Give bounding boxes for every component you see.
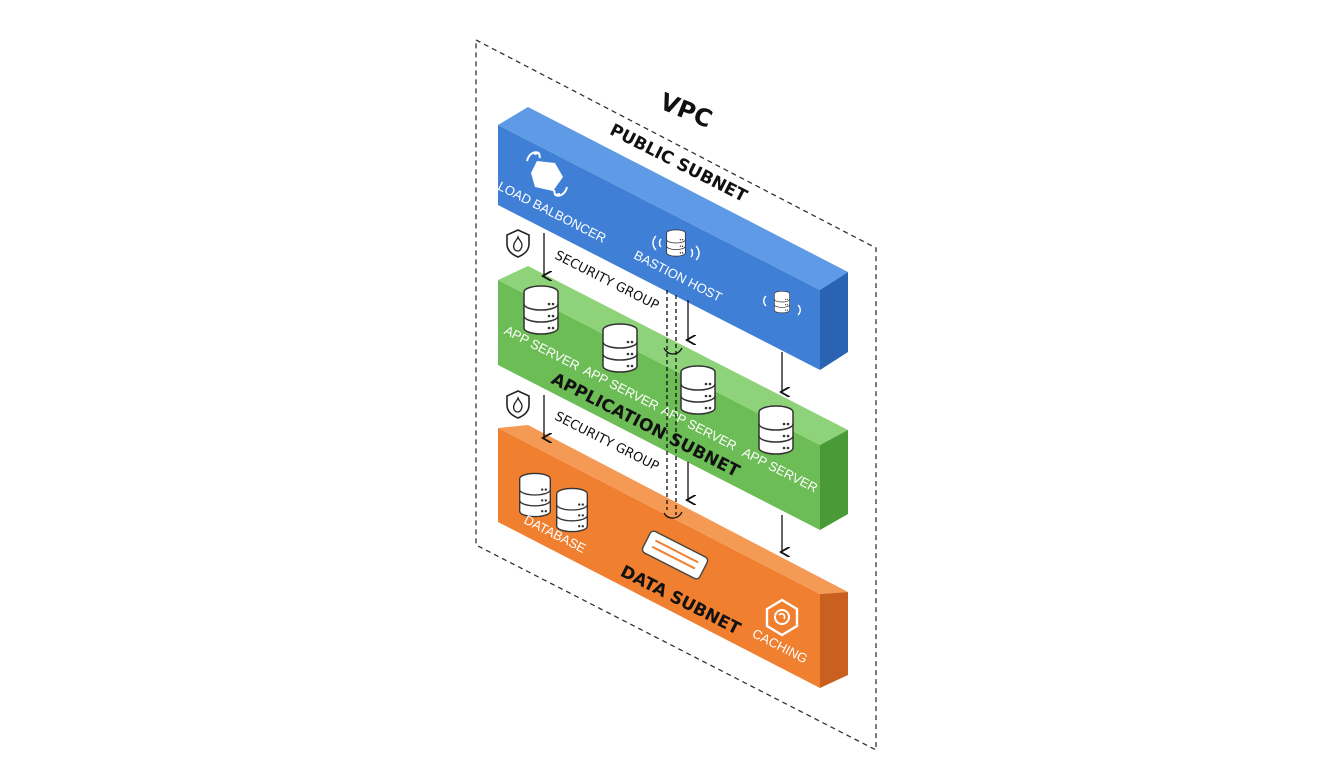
database-icon: [519, 472, 551, 518]
server-icon: [774, 290, 790, 314]
wireless-icon: [797, 304, 801, 316]
app-server-icon: [523, 285, 559, 335]
public-subnet-top: [498, 107, 848, 290]
connections: [544, 233, 782, 552]
bastion-host-icon: [666, 229, 686, 257]
connector-loop: [663, 347, 683, 355]
app-server-icon: [680, 365, 716, 415]
data-subnet-side: [820, 592, 848, 688]
public-subnet-side: [820, 272, 848, 370]
cache-hexagon-icon: [765, 598, 799, 637]
data-subnet-top: [498, 425, 848, 594]
wireless-icon: [763, 295, 767, 307]
connector-loop: [663, 511, 683, 519]
shield-flame-icon: [506, 229, 530, 258]
app-server-icon: [758, 405, 794, 455]
shield-flame-icon: [506, 390, 530, 419]
wireless-icon: [690, 245, 700, 261]
vpc-boundary: [475, 38, 877, 752]
application-subnet-top: [498, 266, 848, 445]
application-subnet-side: [820, 430, 848, 530]
wireless-icon: [652, 235, 662, 251]
database-icon: [556, 487, 588, 533]
app-server-icon: [602, 323, 638, 373]
load-balancer-icon: [526, 151, 568, 197]
vpc-title: VPC: [656, 88, 716, 134]
queue-icon: [641, 530, 709, 580]
application-subnet-front: [498, 280, 820, 530]
public-subnet-front: [498, 125, 820, 370]
